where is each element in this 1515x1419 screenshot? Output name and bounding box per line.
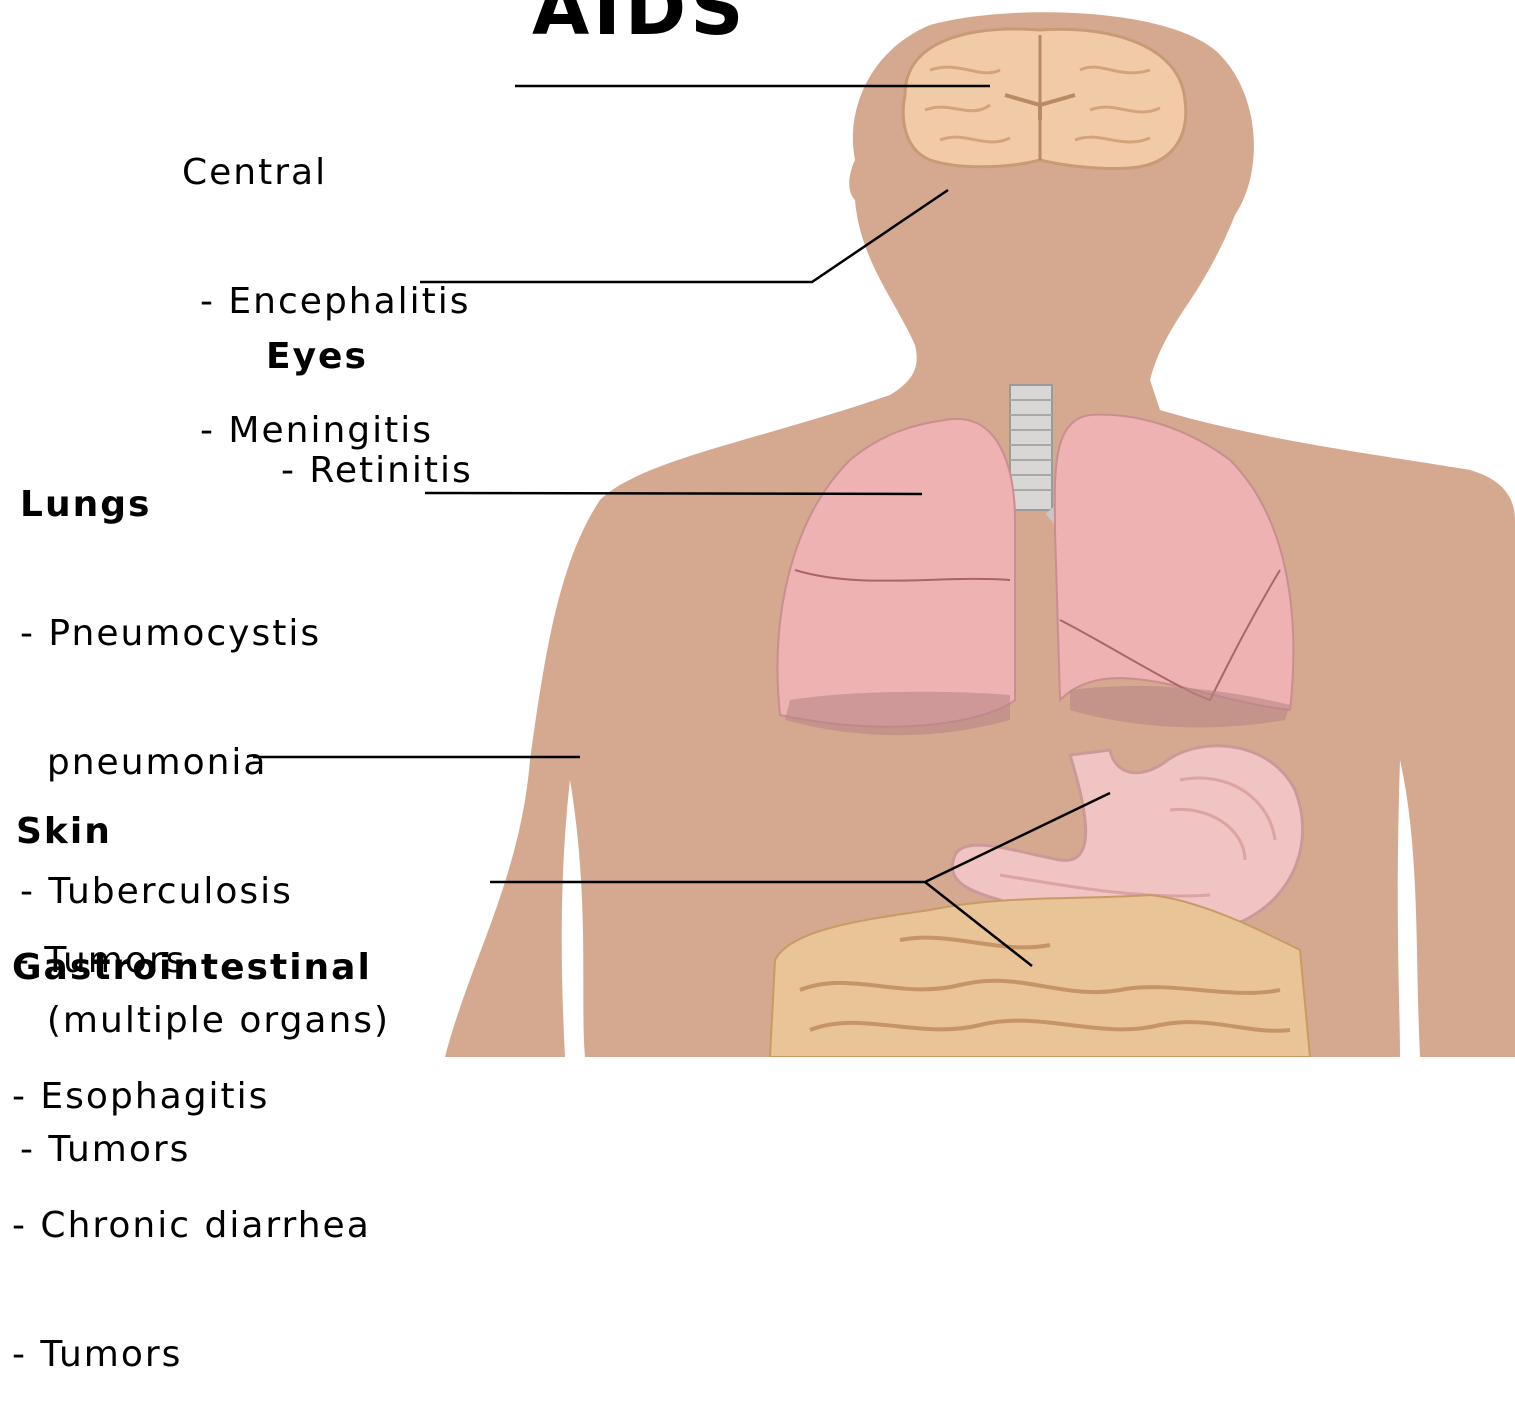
group-heading: Lungs: [20, 483, 390, 526]
brain-graphic: [903, 29, 1185, 168]
group-item: - Tumors: [12, 1333, 372, 1376]
group-heading: Eyes: [266, 338, 473, 376]
group-heading: Skin: [16, 810, 186, 853]
group-item: - Esophagitis: [12, 1075, 372, 1118]
label-group-gastrointestinal: Gastrointestinal - Esophagitis - Chronic…: [12, 860, 372, 1419]
lungs-pointer-line: [425, 493, 922, 494]
page-title: AIDS: [532, 0, 748, 52]
group-item: - Chronic diarrhea: [12, 1204, 372, 1247]
group-heading: Gastrointestinal: [12, 946, 372, 989]
group-heading: Central: [182, 151, 471, 194]
group-item: - Pneumocystis: [20, 612, 390, 655]
